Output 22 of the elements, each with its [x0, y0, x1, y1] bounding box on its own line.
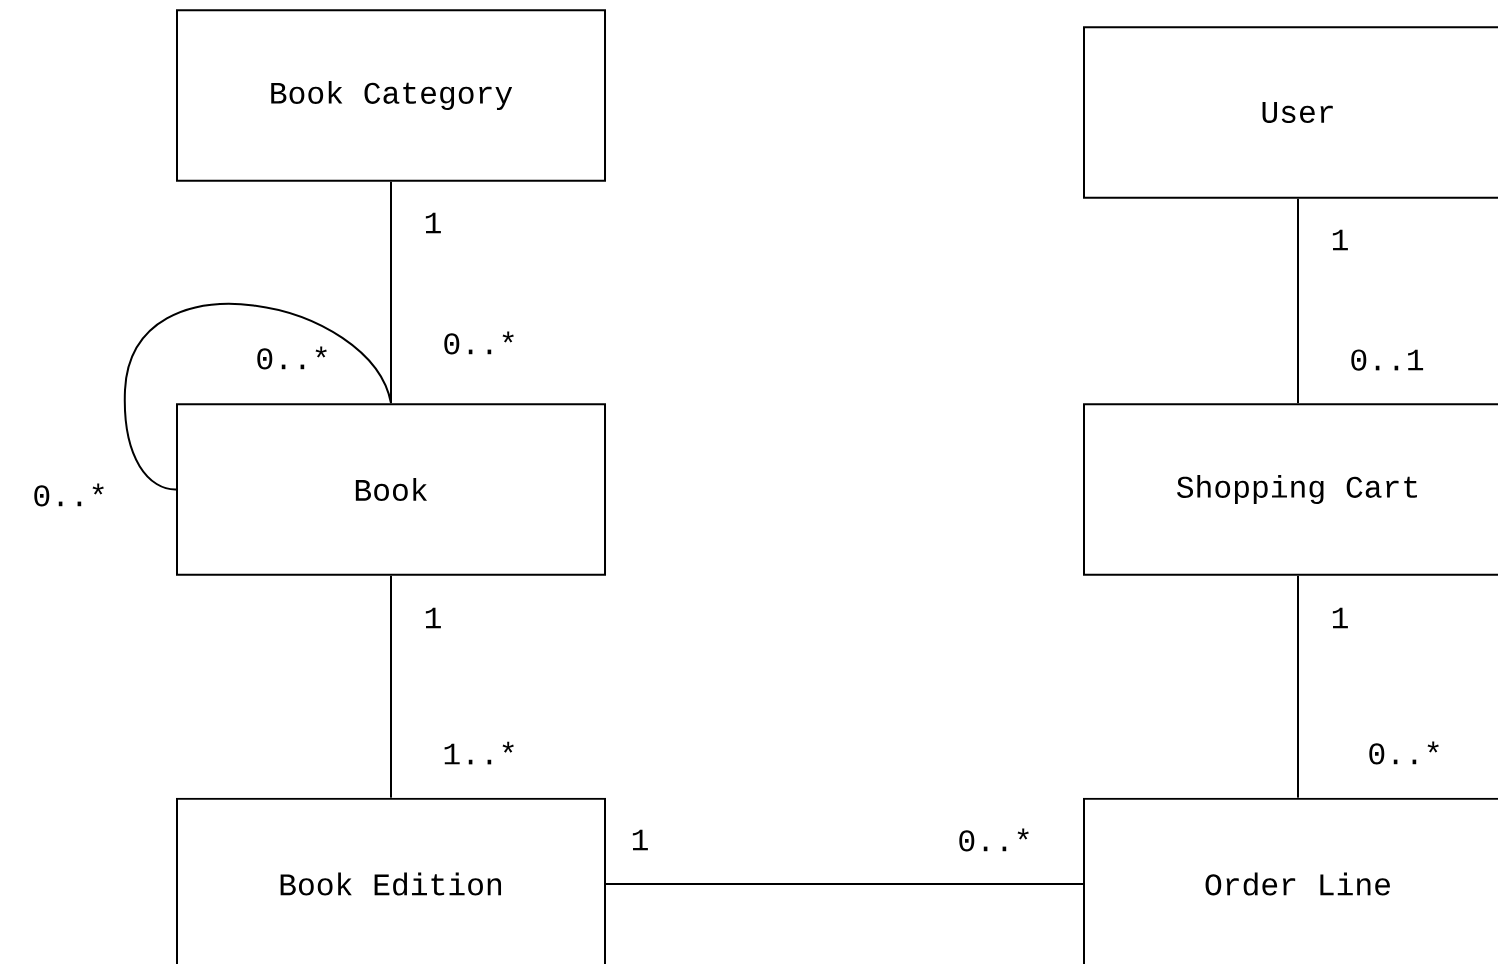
association-line — [1297, 574, 1299, 799]
multiplicity-label: 0..* — [34, 483, 104, 507]
multiplicity-label: 1 — [1332, 607, 1348, 629]
association-line — [390, 574, 392, 799]
multiplicity-label: 0..* — [959, 828, 1029, 852]
class-box: Book Edition — [176, 797, 606, 964]
class-box: Book Category — [176, 9, 606, 182]
class-box: Book — [176, 403, 606, 576]
class-box: User — [1083, 26, 1498, 199]
multiplicity-label: 0..* — [257, 346, 327, 370]
multiplicity-label: 1 — [1332, 229, 1348, 251]
association-line — [123, 303, 392, 491]
class-box: Order Line — [1083, 797, 1498, 964]
association-line — [605, 883, 1084, 885]
association-line — [1297, 197, 1299, 405]
multiplicity-label: 1 — [425, 212, 441, 234]
multiplicity-label: 1..* — [444, 741, 514, 765]
multiplicity-label: 0..* — [444, 331, 514, 355]
multiplicity-label: 0..* — [1369, 741, 1439, 765]
class-box: Shopping Cart — [1083, 403, 1498, 576]
multiplicity-label: 0..1 — [1351, 349, 1424, 371]
multiplicity-label: 1 — [425, 607, 441, 629]
